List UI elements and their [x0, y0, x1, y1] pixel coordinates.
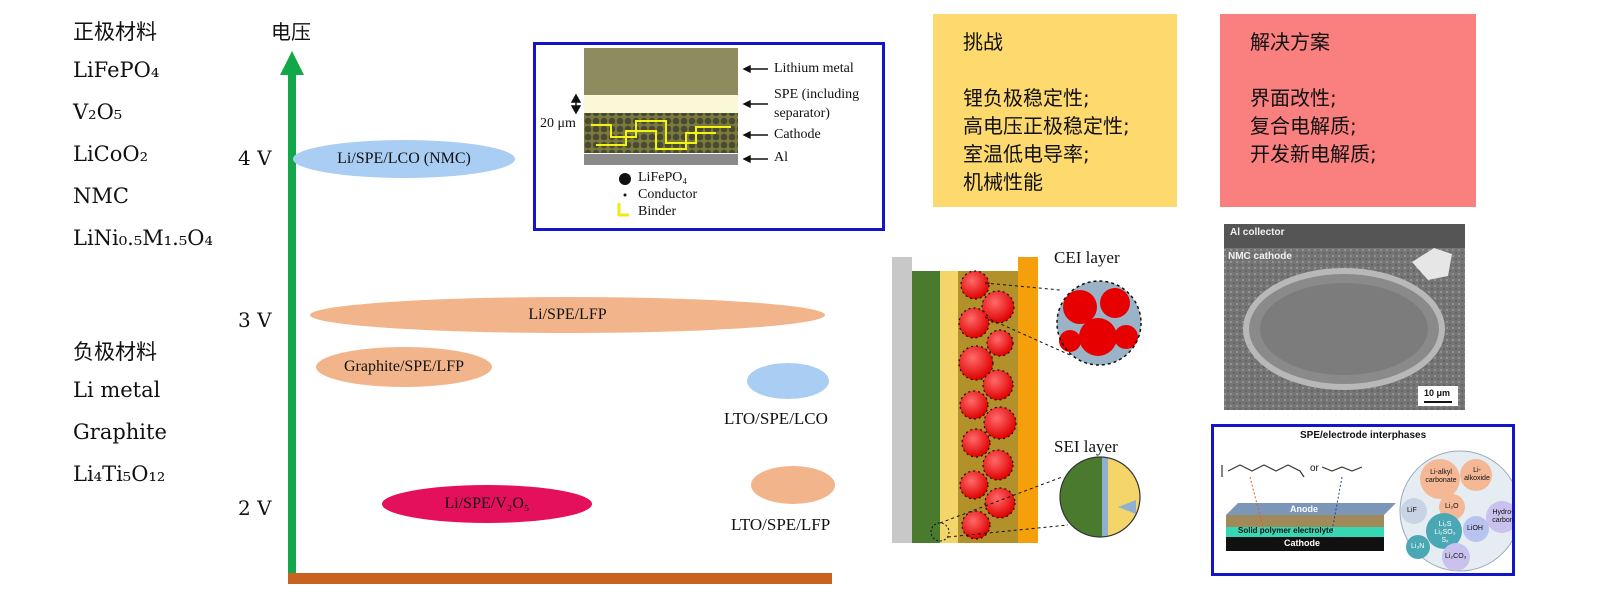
x-axis-bar: [288, 573, 832, 584]
legend-conductor: Conductor: [638, 187, 698, 202]
solution-item: 界面改性;: [1250, 86, 1337, 110]
species-label: LiOH: [1467, 525, 1483, 532]
cell-layers: [570, 48, 768, 217]
species-label: LiF: [1407, 507, 1417, 514]
challenge-item: 室温低电导率;: [963, 142, 1090, 166]
interphase-anode: Anode: [1290, 504, 1318, 514]
interphase-graphic: [1221, 450, 1512, 572]
cathode-item: V₂O₅: [73, 100, 123, 124]
system-li-v2o5: Li/SPE/V₂O₅: [382, 485, 592, 523]
anode-item: Li₄Ti₅O₁₂: [73, 462, 166, 486]
interphase-or: or: [1310, 463, 1319, 474]
system-lto-lfp-marker: [751, 466, 835, 504]
cei-layer-label: CEI layer: [1054, 248, 1120, 267]
challenges-box: 挑战 锂负极稳定性; 高电压正极稳定性; 室温低电导率; 机械性能: [933, 14, 1177, 207]
inset-al: Al: [774, 150, 788, 165]
solutions-box: 解决方案 界面改性; 复合电解质; 开发新电解质;: [1220, 14, 1476, 207]
system-lto-lco-label: LTO/SPE/LCO: [724, 409, 828, 428]
challenge-item: 机械性能: [963, 170, 1043, 194]
species-label: Li₂CO₃: [1445, 553, 1467, 560]
sem-image: Al collector NMC cathode 10 μm: [1224, 224, 1465, 410]
species-label: Li-alkoxide: [1464, 467, 1490, 482]
sem-collector-label: Al collector: [1230, 227, 1285, 238]
solution-item: 开发新电解质;: [1250, 142, 1377, 166]
anode-item: Graphite: [73, 420, 167, 444]
legend-lfp: LiFePO₄: [638, 170, 688, 185]
system-lto-lfp-label: LTO/SPE/LFP: [731, 515, 831, 534]
sei-layer-label: SEI layer: [1054, 437, 1118, 456]
voltage-axis: [280, 51, 832, 584]
interphase-electrolyte: Solid polymer electrolyte: [1238, 526, 1334, 535]
interphase-panel: SPE/electrode interphases or Anode Solid…: [1211, 424, 1515, 576]
cathode-heading: 正极材料: [73, 20, 157, 44]
species-label: Li-alkyl carbonate: [1425, 469, 1457, 484]
tick-label: 4 V: [238, 146, 272, 170]
inset-spe-1: SPE (including: [774, 87, 860, 102]
species-label: Hydro-carbon: [1492, 509, 1514, 524]
cathode-item: LiCoO₂: [73, 142, 149, 166]
challenges-title: 挑战: [963, 30, 1003, 54]
sem-cathode-label: NMC cathode: [1228, 251, 1292, 262]
y-axis-bar: [288, 70, 296, 580]
inset-lithium-metal: Lithium metal: [774, 61, 854, 76]
sem-scale-label: 10 μm: [1424, 388, 1451, 398]
challenge-item: 锂负极稳定性;: [963, 86, 1090, 110]
tick-label: 3 V: [238, 308, 272, 332]
system-li-lco: Li/SPE/LCO (NMC): [293, 140, 515, 178]
axis-ylabel: 电压: [271, 20, 311, 44]
inset-thickness: 20 μm: [540, 116, 576, 131]
challenge-item: 高电压正极稳定性;: [963, 114, 1130, 138]
y-axis-arrow: [280, 51, 304, 75]
tick-label: 2 V: [238, 496, 272, 520]
interface-diagram: [892, 257, 1142, 543]
anode-item: Li metal: [73, 378, 161, 402]
species-label: Li₂S Li₂SO₃ Sₓ: [1434, 521, 1456, 544]
system-lto-lco-marker: [747, 363, 829, 399]
cell-schematic-inset: Lithium metal SPE (including separator) …: [533, 42, 885, 231]
anode-heading: 负极材料: [73, 340, 157, 364]
cathode-item: LiFePO₄: [73, 58, 160, 82]
interphase-cathode: Cathode: [1284, 538, 1320, 548]
solutions-title: 解决方案: [1250, 30, 1330, 54]
inset-spe-2: separator): [774, 106, 830, 121]
system-li-lfp: Li/SPE/LFP: [310, 297, 825, 333]
inset-cathode: Cathode: [774, 127, 821, 142]
interphase-title: SPE/electrode interphases: [1300, 430, 1427, 441]
sem-micrograph: [1224, 224, 1465, 410]
cathode-item: LiNi₀.₅M₁.₅O₄: [73, 226, 213, 250]
solution-item: 复合电解质;: [1250, 114, 1357, 138]
species-label: Li₃N: [1411, 543, 1425, 550]
legend-binder: Binder: [638, 204, 677, 219]
species-label: Li₂O: [1445, 503, 1459, 510]
system-graphite-lfp: Graphite/SPE/LFP: [316, 347, 492, 387]
cathode-item: NMC: [73, 184, 129, 208]
